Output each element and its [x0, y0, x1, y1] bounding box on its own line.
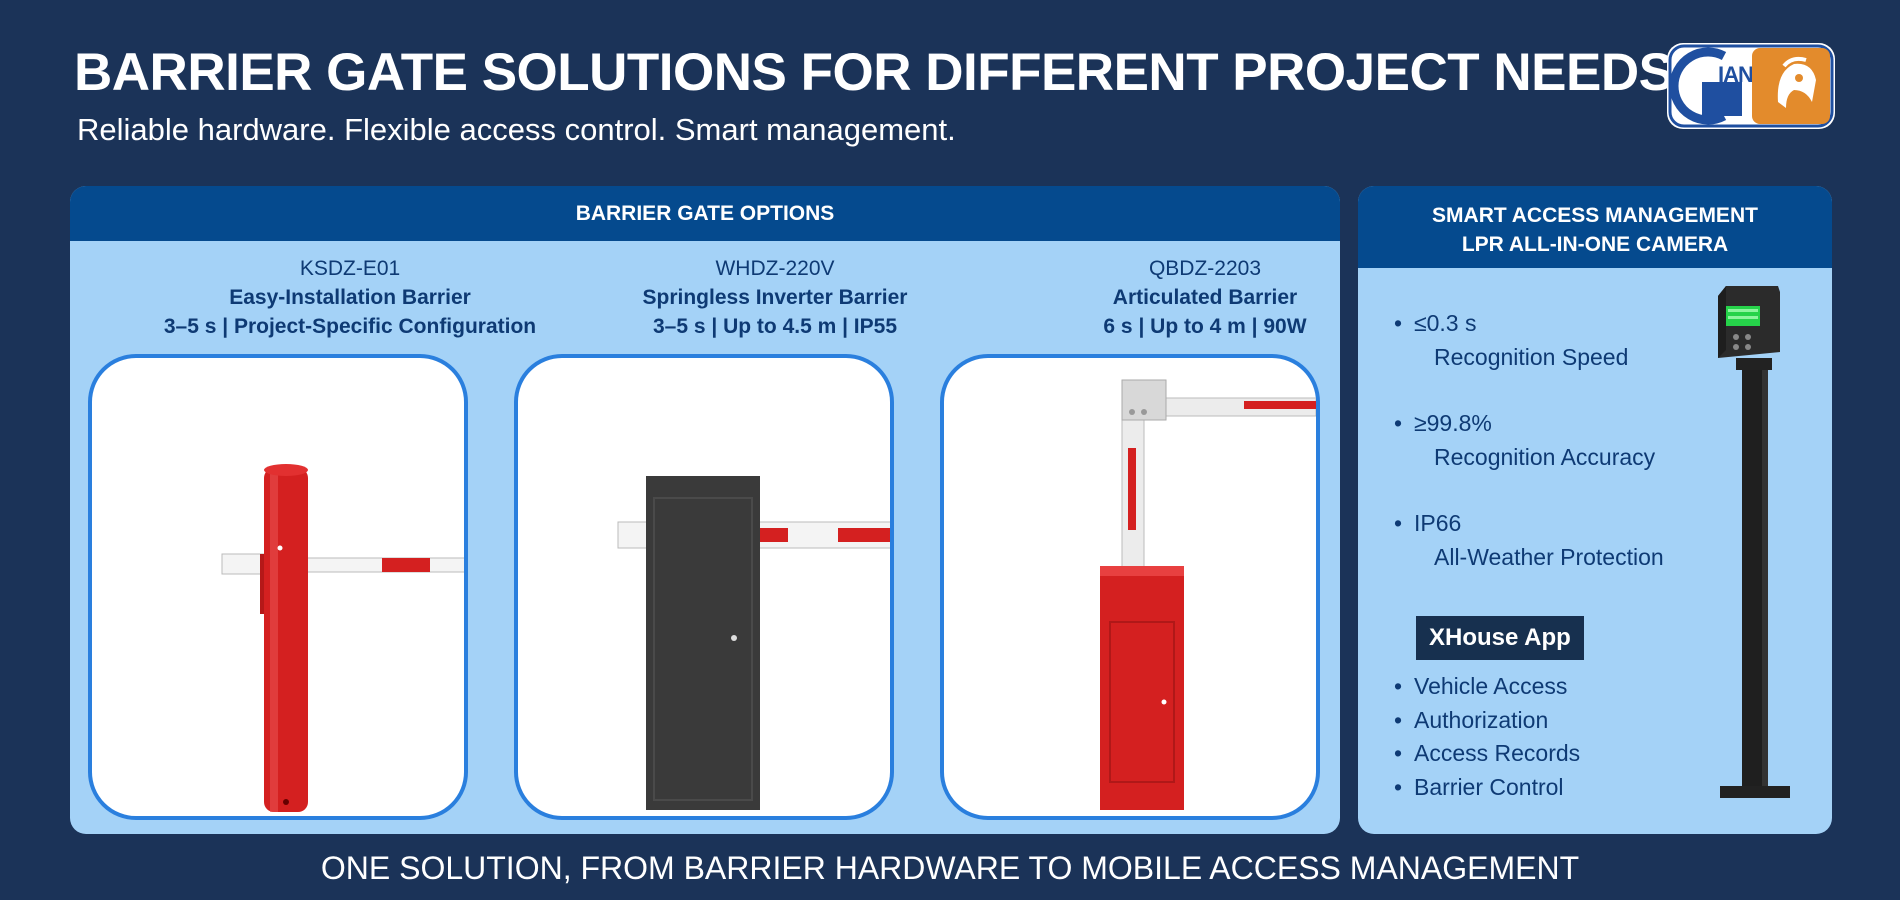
barrier-whdz-image	[514, 354, 894, 820]
app-feature-label: Access Records	[1414, 740, 1581, 766]
feature-label: Recognition Speed	[1434, 344, 1629, 370]
bullet-icon: •	[1394, 673, 1403, 699]
bullet-icon: •	[1394, 510, 1403, 536]
barrier-options-panel: BARRIER GATE OPTIONS KSDZ-E01 Easy-Insta…	[70, 186, 1340, 834]
product-model: KSDZ-E01	[299, 257, 401, 280]
product-info-ksdz: KSDZ-E01 Easy-Installation Barrier 3–5 s…	[150, 254, 550, 341]
lpr-camera-image	[1706, 282, 1806, 802]
feature-value: IP66	[1414, 510, 1462, 536]
barrier-ksdz-image	[88, 354, 468, 820]
product-spec: 3–5 s | Project-Specific Configuration	[163, 315, 537, 338]
footer-tagline: ONE SOLUTION, FROM BARRIER HARDWARE TO M…	[320, 850, 1580, 886]
app-feature-list: • Vehicle Access • Authorization • Access R…	[1394, 670, 1581, 805]
bullet-icon: •	[1394, 706, 1403, 733]
page-title: BARRIER GATE SOLUTIONS FOR DIFFERENT PRO…	[74, 43, 1674, 102]
smart-access-panel: SMART ACCESS MANAGEMENT LPR ALL-IN-ONE C…	[1358, 186, 1832, 834]
bullet-icon: •	[1394, 410, 1403, 436]
barrier-qbdz-image	[940, 354, 1320, 820]
feature-value: ≤0.3 s	[1414, 310, 1477, 336]
bullet-icon: •	[1394, 310, 1403, 336]
product-name: Easy-Installation Barrier	[229, 286, 471, 309]
feature-recognition-speed: • ≤0.3 s Recognition Speed	[1394, 306, 1629, 374]
product-model: QBDZ-2203	[1148, 257, 1262, 280]
list-item: • Barrier Control	[1394, 771, 1580, 805]
product-model: WHDZ-220V	[715, 257, 835, 280]
smart-access-heading-line1: SMART ACCESS MANAGEMENT	[1432, 204, 1758, 227]
product-name: Springless Inverter Barrier	[642, 286, 908, 309]
product-info-whdz: WHDZ-220V Springless Inverter Barrier 3–…	[575, 254, 975, 341]
bullet-icon: •	[1394, 740, 1403, 766]
app-feature-label: Authorization	[1414, 706, 1549, 733]
feature-label: Recognition Accuracy	[1434, 444, 1656, 470]
product-spec: 6 s | Up to 4 m | 90W	[1103, 315, 1307, 338]
giant-logo-icon: IANT	[1666, 42, 1836, 130]
smart-access-heading-line2: LPR ALL-IN-ONE CAMERA	[1461, 233, 1729, 256]
page-subtitle: Reliable hardware. Flexible access contr…	[77, 112, 956, 147]
product-name: Articulated Barrier	[1112, 286, 1298, 309]
list-item: • Vehicle Access	[1394, 670, 1580, 704]
app-feature-label: Barrier Control	[1414, 773, 1564, 800]
product-spec: 3–5 s | Up to 4.5 m | IP55	[652, 315, 898, 338]
product-info-qbdz: QBDZ-2203 Articulated Barrier 6 s | Up t…	[1005, 254, 1340, 341]
app-feature-label: Vehicle Access	[1414, 673, 1568, 699]
feature-value: ≥99.8%	[1414, 410, 1492, 436]
list-item: • Access Records	[1394, 737, 1581, 771]
app-name-badge: XHouse App	[1416, 616, 1584, 660]
bullet-icon: •	[1394, 773, 1403, 800]
feature-recognition-accuracy: • ≥99.8% Recognition Accuracy	[1394, 406, 1656, 474]
smart-access-heading: SMART ACCESS MANAGEMENT LPR ALL-IN-ONE C…	[1358, 186, 1832, 268]
feature-label: All-Weather Protection	[1434, 544, 1664, 570]
barrier-options-heading: BARRIER GATE OPTIONS	[70, 186, 1340, 241]
list-item: • Authorization	[1394, 704, 1580, 738]
feature-ip-rating: • IP66 All-Weather Protection	[1394, 506, 1664, 574]
